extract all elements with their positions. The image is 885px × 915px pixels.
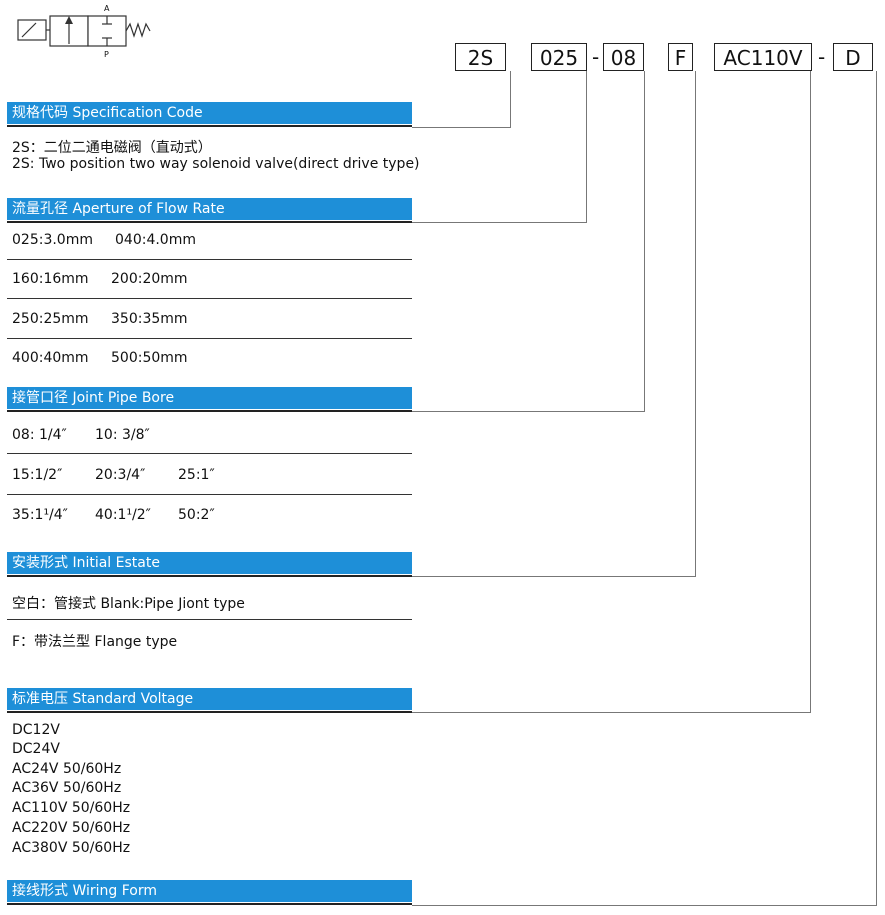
connector-wiring-h — [412, 905, 877, 906]
aperture-option: 025:3.0mm — [12, 232, 93, 248]
voltage-header-underline — [7, 711, 412, 713]
voltage-option: AC24V 50/60Hz — [12, 761, 122, 777]
wiring-header-underline — [7, 903, 412, 905]
spec-code-line-en: 2S: Two position two way solenoid valve(… — [12, 156, 420, 172]
aperture-divider — [7, 259, 412, 260]
connector-bore-h — [412, 411, 645, 412]
pipe-bore-option: 10: 3/8″ — [95, 427, 150, 443]
code-box-aperture: 025 — [531, 43, 587, 71]
wiring-header: 接线形式 Wiring Form — [7, 880, 412, 902]
valve-symbol-icon — [17, 15, 151, 47]
voltage-option: DC12V — [12, 722, 60, 738]
pipe-bore-option: 20:3/4″ — [95, 467, 146, 483]
code-box-spec: 2S — [455, 43, 506, 71]
pipe-bore-option: 08: 1/4″ — [12, 427, 67, 443]
code-box-install: F — [668, 43, 693, 71]
aperture-option: 200:20mm — [111, 271, 188, 287]
aperture-divider — [7, 338, 412, 339]
aperture-option: 040:4.0mm — [115, 232, 196, 248]
connector-voltage-v — [810, 71, 811, 713]
code-dash-2: - — [818, 45, 826, 69]
connector-spec-h — [412, 127, 511, 128]
code-box-bore: 08 — [603, 43, 644, 71]
code-box-voltage: AC110V — [714, 43, 812, 71]
pipe-bore-divider — [7, 453, 412, 454]
connector-install-h — [412, 576, 696, 577]
install-option: F：带法兰型 Flange type — [12, 634, 178, 650]
pipe-bore-option: 15:1/2″ — [12, 467, 63, 483]
connector-voltage-h — [412, 712, 811, 713]
code-box-wiring: D — [833, 43, 873, 71]
connector-bore-v — [644, 71, 645, 412]
aperture-option: 350:35mm — [111, 311, 188, 327]
voltage-option: AC380V 50/60Hz — [12, 840, 131, 856]
aperture-divider — [7, 298, 412, 299]
pipe-bore-header-underline — [7, 410, 412, 412]
aperture-header: 流量孔径 Aperture of Flow Rate — [7, 198, 412, 220]
connector-wiring-v — [876, 71, 877, 906]
spec-code-header-underline — [7, 125, 412, 127]
aperture-option: 500:50mm — [111, 350, 188, 366]
connector-spec-v — [510, 71, 511, 127]
install-header-underline — [7, 575, 412, 577]
install-divider — [7, 619, 412, 620]
install-header: 安装形式 Initial Estate — [7, 552, 412, 574]
connector-aperture-h — [412, 222, 587, 223]
pipe-bore-option: 25:1″ — [178, 467, 215, 483]
voltage-option: DC24V — [12, 741, 60, 757]
voltage-option: AC36V 50/60Hz — [12, 780, 122, 796]
aperture-option: 250:25mm — [12, 311, 89, 327]
pipe-bore-divider — [7, 494, 412, 495]
code-dash-1: - — [592, 45, 600, 69]
spec-code-line-cn: 2S：二位二通电磁阀（直动式） — [12, 140, 212, 156]
aperture-option: 160:16mm — [12, 271, 89, 287]
pipe-bore-option: 50:2″ — [178, 507, 215, 523]
port-p-label: P — [104, 50, 109, 59]
pipe-bore-option: 35:1¹/4″ — [12, 507, 68, 523]
install-option: 空白：管接式 Blank:Pipe Jiont type — [12, 596, 245, 612]
pipe-bore-option: 40:1¹/2″ — [95, 507, 151, 523]
spec-code-header: 规格代码 Specification Code — [7, 102, 412, 124]
port-a-label: A — [104, 4, 110, 13]
pipe-bore-header: 接管口径 Joint Pipe Bore — [7, 387, 412, 409]
voltage-header: 标准电压 Standard Voltage — [7, 688, 412, 710]
voltage-option: AC110V 50/60Hz — [12, 800, 131, 816]
aperture-option: 400:40mm — [12, 350, 89, 366]
connector-aperture-v — [586, 71, 587, 223]
aperture-header-underline — [7, 221, 412, 223]
connector-install-v — [695, 71, 696, 577]
voltage-option: AC220V 50/60Hz — [12, 820, 131, 836]
